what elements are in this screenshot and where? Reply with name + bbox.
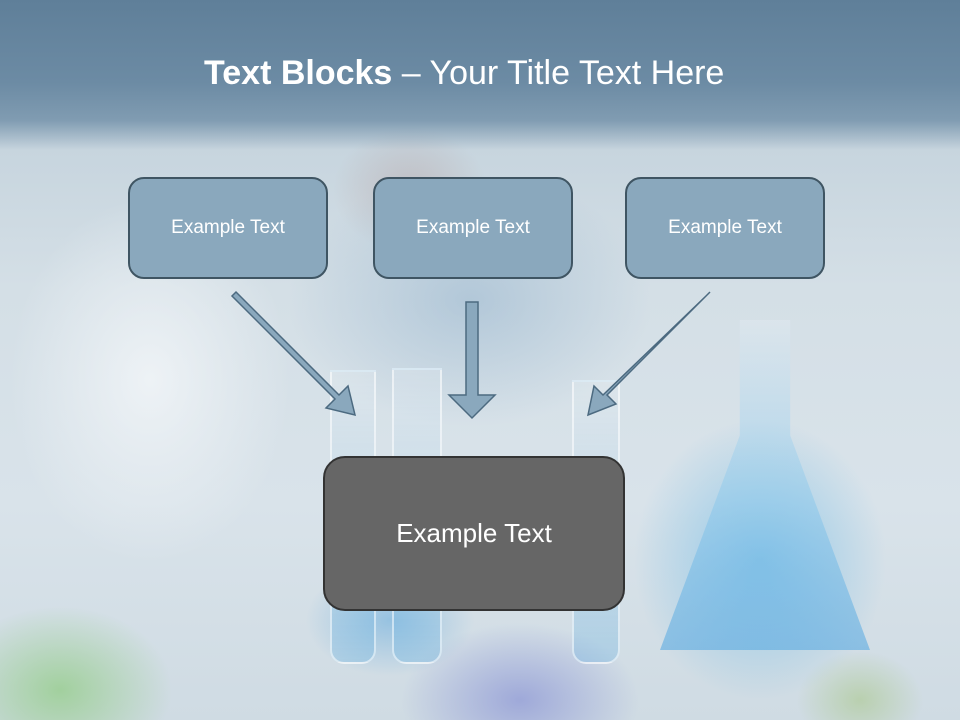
text-block-left[interactable]: Example Text [128,177,328,279]
text-block-right[interactable]: Example Text [625,177,825,279]
slide-title: Text Blocks – Your Title Text Here [204,54,724,93]
arrow-right [586,291,711,417]
title-rest: Your Title Text Here [429,54,725,92]
title-band [0,0,960,150]
title-bold: Text Blocks [204,54,393,92]
text-block-center[interactable]: Example Text [373,177,573,279]
arrow-center [447,301,497,420]
arrow-left [230,290,357,417]
text-block-main[interactable]: Example Text [323,456,625,611]
title-dash: – [392,54,430,92]
